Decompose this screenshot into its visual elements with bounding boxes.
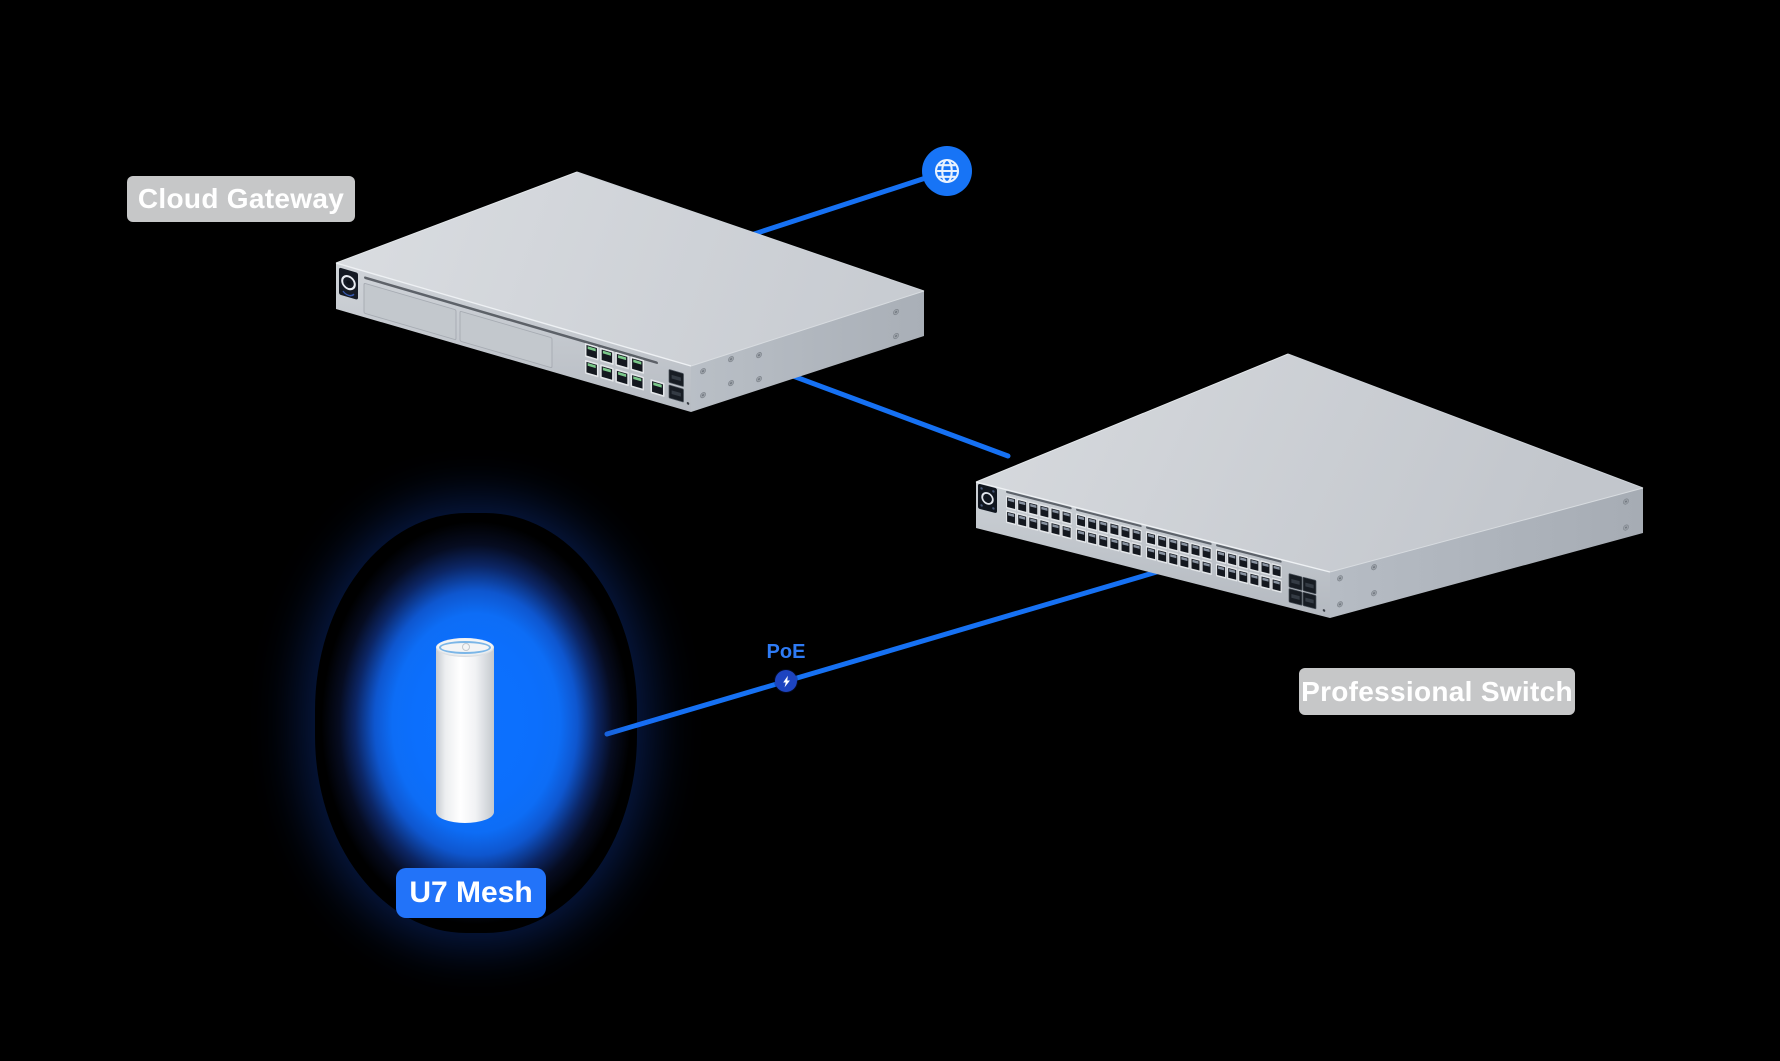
gateway-front-panel [339, 267, 690, 405]
switch-label: Professional Switch [1299, 668, 1575, 715]
gateway-label: Cloud Gateway [127, 176, 355, 222]
access-point-label: U7 Mesh [396, 868, 546, 918]
ubiquiti-logo-icon [462, 643, 470, 651]
connection-lines [604, 168, 1163, 737]
link-internet-gateway [745, 168, 950, 239]
gateway-port-cluster [585, 343, 684, 403]
professional-switch-device [975, 353, 1644, 618]
poe-label: PoE [766, 641, 806, 663]
poe-badge [775, 670, 797, 692]
cloud-gateway-device [335, 171, 925, 412]
link-gateway-switch [790, 373, 1011, 459]
u7-mesh-device [436, 638, 494, 824]
switch-port-cluster [1006, 490, 1317, 610]
switch-front-panel [978, 483, 1326, 612]
gateway-drive-bay [459, 310, 553, 368]
link-switch-ap [604, 568, 1163, 737]
gateway-vent-slot [364, 276, 658, 364]
bolt-icon [782, 675, 790, 687]
u7-mesh-body [436, 647, 494, 823]
internet-globe-icon [922, 146, 972, 196]
gateway-drive-bay [363, 283, 457, 341]
switch-side-panel [1337, 498, 1629, 608]
gateway-side-panel [700, 308, 899, 399]
